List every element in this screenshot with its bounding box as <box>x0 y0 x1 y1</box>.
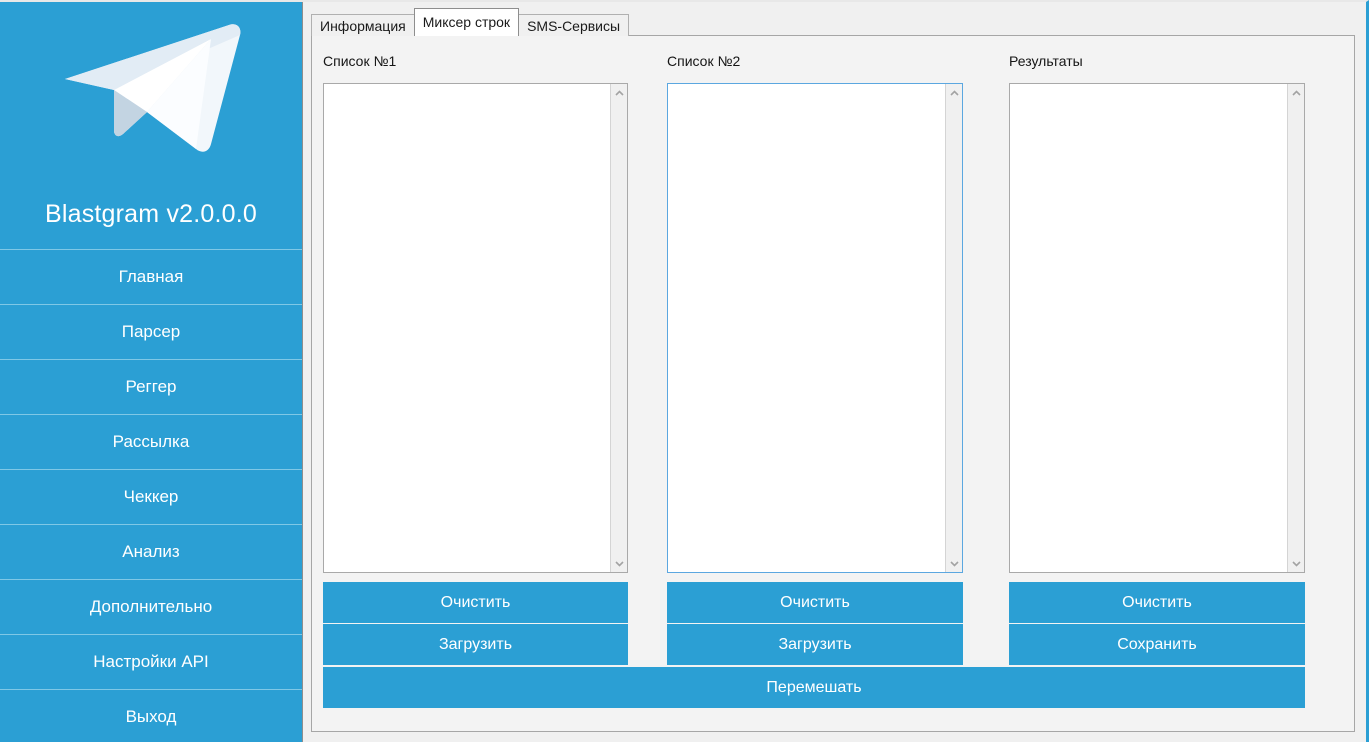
clear-list1-button[interactable]: Очистить <box>323 582 628 623</box>
scroll-down-icon[interactable] <box>1288 555 1305 572</box>
sidebar-item-dopolnitelno[interactable]: Дополнительно <box>0 579 302 634</box>
clear-list2-button[interactable]: Очистить <box>667 582 963 623</box>
sidebar-item-chekker[interactable]: Чеккер <box>0 469 302 524</box>
scroll-down-icon[interactable] <box>946 555 963 572</box>
scroll-up-icon[interactable] <box>946 84 963 101</box>
tab-sms-servisy[interactable]: SMS-Сервисы <box>518 14 630 36</box>
tab-strip: Информация Миксер строк SMS-Сервисы <box>311 8 630 36</box>
load-list2-button[interactable]: Загрузить <box>667 624 963 665</box>
sidebar-item-vyhod[interactable]: Выход <box>0 689 302 742</box>
tab-mikser-strok[interactable]: Миксер строк <box>413 8 520 36</box>
telegram-paper-plane-icon <box>65 24 241 152</box>
tab-panel-mixer: Список №1 Очистить Загрузить Список №2 <box>311 35 1355 732</box>
sidebar-item-rassylka[interactable]: Рассылка <box>0 414 302 469</box>
mix-button[interactable]: Перемешать <box>323 667 1305 708</box>
list1-label: Список №1 <box>323 53 397 69</box>
list2-scrollbar[interactable] <box>945 84 962 572</box>
save-results-button[interactable]: Сохранить <box>1009 624 1305 665</box>
sidebar-item-nastroyki-api[interactable]: Настройки API <box>0 634 302 689</box>
scroll-up-icon[interactable] <box>1288 84 1305 101</box>
app-logo <box>0 2 302 180</box>
tab-informatsiya[interactable]: Информация <box>311 14 415 36</box>
clear-results-button[interactable]: Очистить <box>1009 582 1305 623</box>
scroll-down-icon[interactable] <box>611 555 628 572</box>
list1-scrollbar[interactable] <box>610 84 627 572</box>
results-label: Результаты <box>1009 53 1083 69</box>
results-scrollbar[interactable] <box>1287 84 1304 572</box>
load-list1-button[interactable]: Загрузить <box>323 624 628 665</box>
sidebar-item-regger[interactable]: Реггер <box>0 359 302 414</box>
sidebar-item-glavnaya[interactable]: Главная <box>0 249 302 304</box>
app-title: Blastgram v2.0.0.0 <box>44 200 258 228</box>
scroll-up-icon[interactable] <box>611 84 628 101</box>
list2-label: Список №2 <box>667 53 741 69</box>
list2-textarea[interactable] <box>667 83 963 573</box>
results-textarea[interactable] <box>1009 83 1305 573</box>
sidebar-item-analiz[interactable]: Анализ <box>0 524 302 579</box>
sidebar: Blastgram v2.0.0.0 Главная Парсер Реггер… <box>0 2 303 742</box>
sidebar-item-parser[interactable]: Парсер <box>0 304 302 359</box>
list1-textarea[interactable] <box>323 83 628 573</box>
